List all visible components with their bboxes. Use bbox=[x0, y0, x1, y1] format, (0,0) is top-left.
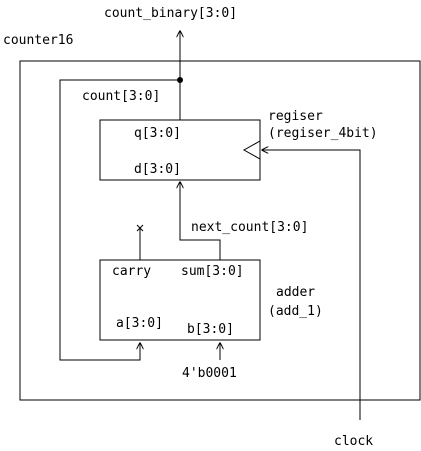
module-name: counter16 bbox=[3, 33, 73, 48]
clock-wire bbox=[262, 150, 361, 420]
adder-block bbox=[99, 259, 261, 341]
adder-sum-pin: sum[3:0] bbox=[181, 264, 244, 279]
module-frame bbox=[19, 60, 421, 401]
clock-label: clock bbox=[334, 434, 373, 449]
register-type-name: (regiser_4bit) bbox=[268, 126, 378, 141]
register-instance-name: regiser bbox=[268, 109, 323, 124]
junction-dot bbox=[177, 77, 183, 83]
adder-type-name: (add_1) bbox=[268, 304, 323, 319]
next-count-label: next_count[3:0] bbox=[191, 220, 308, 235]
adder-b-pin: b[3:0] bbox=[187, 322, 234, 337]
no-connect-marker bbox=[136, 224, 144, 232]
clock-pin-symbol bbox=[242, 140, 261, 160]
constant-label: 4'b0001 bbox=[182, 366, 237, 381]
register-block bbox=[99, 119, 261, 181]
register-q-pin: q[3:0] bbox=[134, 126, 181, 141]
count-label: count[3:0] bbox=[82, 89, 160, 104]
adder-instance-name: adder bbox=[276, 285, 315, 300]
output-label: count_binary[3:0] bbox=[104, 6, 237, 21]
adder-carry-pin: carry bbox=[112, 264, 151, 279]
next-count-wire bbox=[180, 182, 221, 260]
register-d-pin: d[3:0] bbox=[134, 162, 181, 177]
adder-a-pin: a[3:0] bbox=[116, 316, 163, 331]
count-feedback-wire bbox=[59, 79, 180, 361]
